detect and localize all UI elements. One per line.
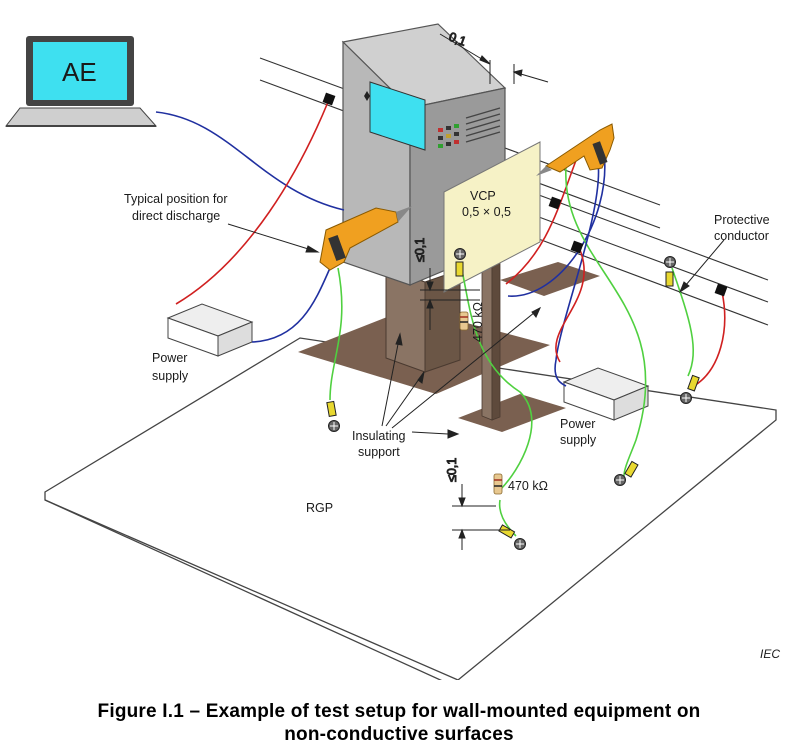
resistor-lower: 470 kΩ <box>493 473 548 495</box>
auxiliary-equipment-laptop: AE <box>4 36 158 127</box>
power-supply-right-label: Power <box>560 417 595 431</box>
indicator-diamond <box>364 91 370 101</box>
protective-conductor-label: Protective <box>714 213 770 227</box>
insulating-support-label-2: support <box>358 445 400 459</box>
typical-position-label: Typical position for <box>124 192 228 206</box>
reference-ground-plane <box>44 337 777 680</box>
vcp-size-label: 0,5 × 0,5 <box>462 205 511 219</box>
dimension-mid-label: ≤0,1 <box>413 238 427 262</box>
terminal-1 <box>326 400 340 432</box>
rgp-label: RGP <box>306 501 333 515</box>
resistor-lower-label: 470 kΩ <box>508 479 548 493</box>
power-supply-right <box>562 367 650 421</box>
keypad <box>438 124 459 148</box>
power-supply-right-label-2: supply <box>560 433 597 447</box>
caption-line-1: Figure I.1 – Example of test setup for w… <box>97 701 701 722</box>
vertical-coupling-plane: VCP 0,5 × 0,5 <box>443 141 541 293</box>
terminal-4 <box>614 460 639 486</box>
power-supply-left-label-2: supply <box>152 369 189 383</box>
terminal-6 <box>664 256 676 287</box>
ground-terminals <box>326 248 700 550</box>
power-supply-left-label: Power <box>152 351 187 365</box>
terminal-5 <box>680 374 700 404</box>
power-supply-left <box>166 303 254 357</box>
dimension-low-label: ≤0,1 <box>445 458 459 482</box>
equipment-display <box>369 81 426 151</box>
resistor-upper-label: 470 kΩ <box>471 302 485 342</box>
esd-generator-left <box>319 206 412 271</box>
protective-conductor-label-2: conductor <box>714 229 769 243</box>
resistor-upper: 470 kΩ <box>459 302 485 342</box>
iec-mark: IEC <box>760 647 780 661</box>
dimension-low: ≤0,1 <box>445 457 510 550</box>
caption-line-2: non-conductive surfaces <box>284 724 514 745</box>
cable-clamps <box>322 92 728 297</box>
callout-labels: Typical position for direct discharge Po… <box>124 192 780 661</box>
esd-generator-right <box>536 123 615 176</box>
dimension-mid: ≤0,1 <box>413 237 480 330</box>
dimension-top: 0,1 <box>439 29 549 84</box>
leader-lines <box>227 223 725 439</box>
dimension-top-label: 0,1 <box>447 30 468 49</box>
insulating-support-label: Insulating <box>352 429 406 443</box>
terminal-2 <box>454 248 466 277</box>
test-setup-diagram: 0,1 VCP 0,5 × 0,5 AE <box>4 23 780 680</box>
vcp-post <box>481 259 501 421</box>
figure-caption: Figure I.1 – Example of test setup for w… <box>0 700 798 746</box>
vent-grille <box>465 107 501 143</box>
terminal-3 <box>498 524 526 550</box>
direct-discharge-label: direct discharge <box>132 209 220 223</box>
vcp-label: VCP <box>470 189 496 203</box>
ae-label: AE <box>62 57 97 87</box>
